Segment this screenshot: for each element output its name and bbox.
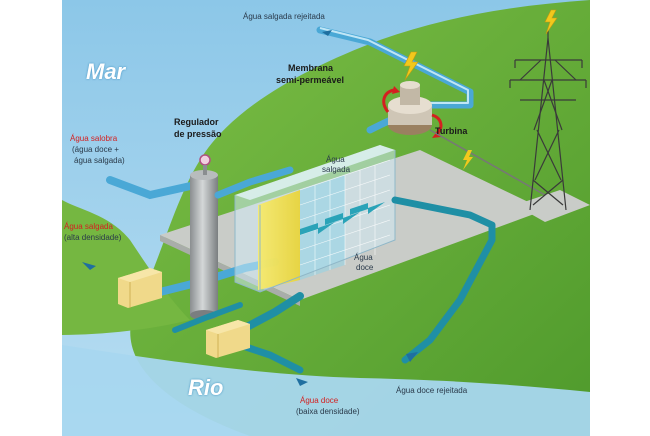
fresh-water-inlet-river <box>236 341 304 374</box>
pressure-regulator-label-line2: de pressão <box>174 129 222 139</box>
membrane-tank <box>234 145 396 293</box>
rejected-salt-water-label: Água salgada rejeitada <box>243 12 325 21</box>
fresh-water-note: (baixa densidade) <box>296 407 360 416</box>
membrane-label-line1: Membrana <box>288 63 334 73</box>
tank-fresh-water-label-line2: doce <box>356 263 374 272</box>
salt-water-title: Água salgada <box>64 222 113 231</box>
salt-water-note: (alta densidade) <box>64 233 122 242</box>
fresh-water-title: Água doce <box>300 396 339 405</box>
osmosis-flow-arrows <box>300 202 385 235</box>
rejected-fresh-water-label: Água doce rejeitada <box>396 386 468 395</box>
turbine-label: Turbina <box>435 126 468 136</box>
land-left-strip <box>62 200 190 335</box>
lightning-bolt-small-icon <box>463 150 473 170</box>
rejected-fresh-pipe <box>391 196 496 364</box>
brackish-intake-pipe <box>106 176 199 200</box>
river-area <box>62 345 590 436</box>
semi-permeable-membrane <box>258 190 300 290</box>
salt-water-intake-box <box>118 268 162 308</box>
tank-fresh-water-label-line1: Água <box>354 253 373 262</box>
pressure-gauge-icon <box>199 154 211 166</box>
tank-salt-water-label-line1: Água <box>326 155 345 164</box>
turbine-icon <box>382 81 443 138</box>
membrane-label-line2: semi-permeável <box>276 75 345 85</box>
tank-to-regulator-fresh <box>172 302 243 333</box>
left-margin <box>0 0 62 436</box>
tank-salt-water-label-line2: salgada <box>322 165 351 174</box>
flow-arrows <box>82 30 418 386</box>
regulator-to-tank-pipe <box>214 166 294 199</box>
fresh-water-intake-box <box>206 320 250 358</box>
lightning-bolt-pylon-icon <box>544 9 558 35</box>
power-pylon-icon <box>509 30 587 211</box>
right-margin <box>590 0 650 436</box>
brackish-water-note2: água salgada) <box>74 156 125 165</box>
rejected-salt-pipe <box>316 26 474 109</box>
power-cable <box>429 129 546 196</box>
rejected-salt-pipe-highlight <box>319 27 469 104</box>
pressure-regulator <box>190 154 218 320</box>
river-label: Rio <box>188 375 224 400</box>
lightning-bolt-icon <box>403 51 419 81</box>
brackish-water-title: Água salobra <box>70 134 118 143</box>
pressure-regulator-label-line1: Regulador <box>174 117 219 127</box>
brackish-water-note1: (água doce + <box>72 145 119 154</box>
pylon-pad <box>515 190 590 222</box>
sea-label: Mar <box>86 59 126 84</box>
